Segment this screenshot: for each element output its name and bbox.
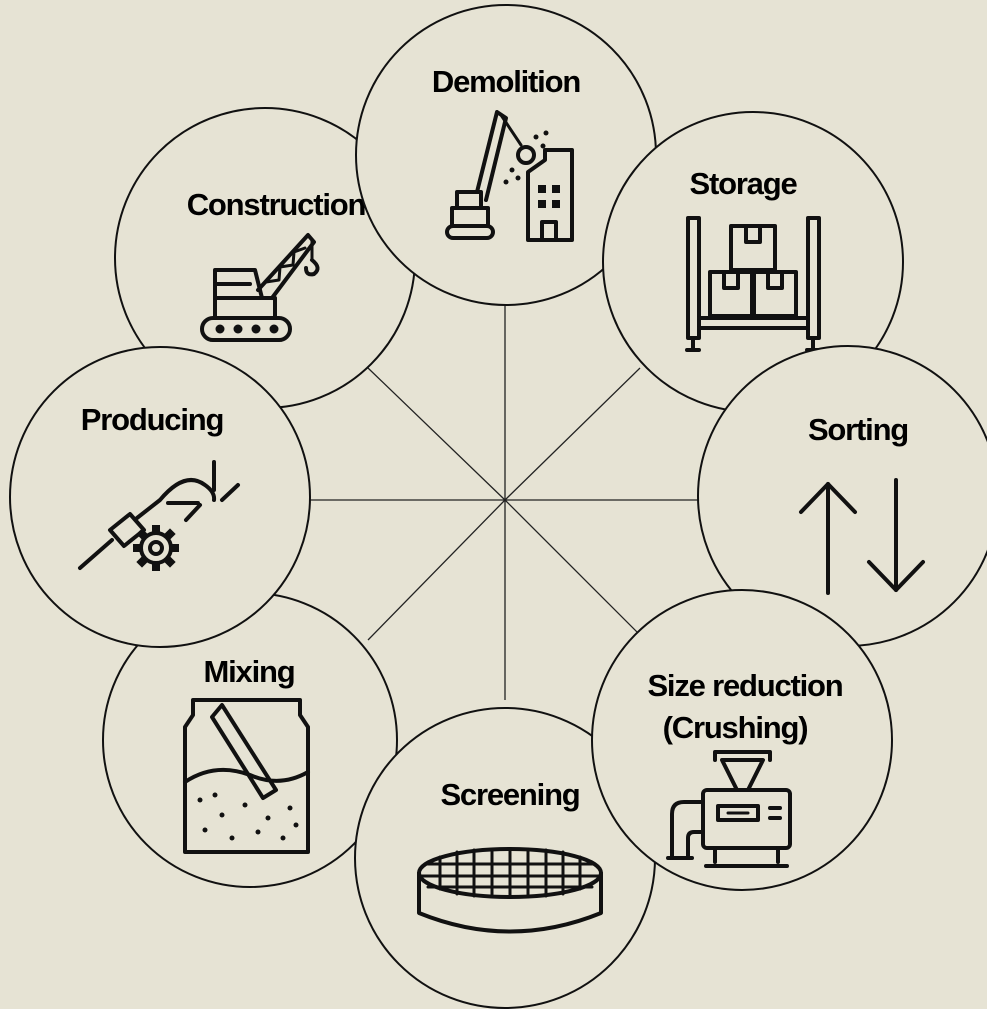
stage-label-construction: Construction [187,187,366,222]
spoke-size-reduction [504,499,646,641]
hub-spokes [310,300,705,700]
crusher-machine-icon [666,750,792,868]
stage-size-reduction: Size reduction (Crushing) [591,589,893,891]
stage-label-size-reduction: Size reduction [647,668,842,703]
spoke-storage [504,367,641,501]
stage-mixing: Mixing [102,592,398,888]
stage-sorting: Sorting [697,345,987,647]
warehouse-rack-boxes-icon [685,216,821,352]
stage-label-demolition: Demolition [432,64,580,99]
stage-demolition: Demolition [355,4,657,306]
spoke-mixing [367,499,506,641]
stage-label-mixing: Mixing [204,654,295,689]
stage-label-size-reduction-line2: (Crushing) [663,710,808,745]
crawler-crane-icon [200,233,320,342]
stage-screening: Screening [354,707,656,1009]
stage-label-storage: Storage [689,166,797,201]
spoke-construction [367,367,506,501]
stage-construction: Construction [114,107,416,409]
production-gear-icon [78,460,240,571]
demolition-crane-building-icon [445,110,574,242]
stage-label-producing: Producing [81,402,223,437]
round-sieve-icon [417,847,603,934]
stage-label-sorting: Sorting [808,412,908,447]
stage-producing: Producing [9,346,311,648]
up-down-arrows-icon [799,478,925,595]
stage-label-screening: Screening [440,777,579,812]
stage-storage: Storage [602,111,904,413]
mixing-tank-icon [183,698,310,854]
stage-circle-size-reduction [591,589,893,891]
